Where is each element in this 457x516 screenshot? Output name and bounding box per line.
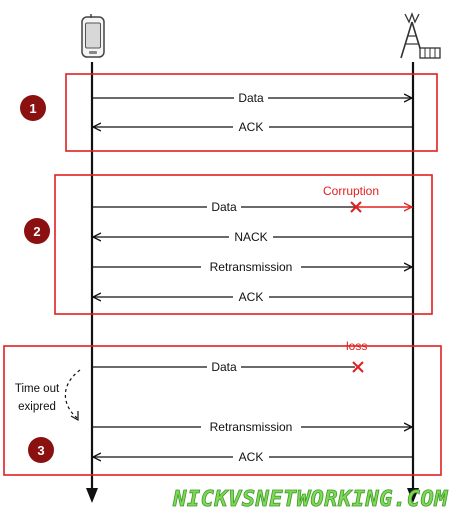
timeout-indicator (64, 369, 81, 422)
svg-text:3: 3 (37, 443, 44, 458)
svg-text:ACK: ACK (239, 120, 264, 134)
svg-text:NACK: NACK (234, 230, 267, 244)
svg-text:Data: Data (211, 200, 237, 214)
mobile-phone-icon (81, 14, 105, 58)
corruption-label: Corruption (323, 184, 379, 198)
timeout-label-line-1: Time out (15, 383, 60, 395)
timeout-label-line-2: exipred (18, 401, 56, 413)
scenario-1-badge: 1 (20, 95, 46, 121)
svg-text:ACK: ACK (239, 450, 264, 464)
message-data-lost-arrow: Data (93, 360, 355, 374)
scenario-1-frame (65, 73, 438, 152)
message-retransmission-arrow: Retransmission (93, 419, 412, 434)
message-nack-arrow: NACK (93, 229, 412, 244)
svg-text:Retransmission: Retransmission (210, 260, 293, 274)
loss-cross-icon (352, 361, 364, 373)
scenario-3-badge: 3 (28, 437, 54, 463)
svg-text:ACK: ACK (239, 290, 264, 304)
svg-text:Data: Data (211, 360, 237, 374)
svg-text:2: 2 (33, 224, 40, 239)
scenario-3-frame (3, 345, 442, 476)
message-data-arrow: Data (93, 90, 412, 105)
cell-tower-icon (400, 12, 441, 59)
message-data-corrupted-arrow: Data (93, 200, 412, 214)
svg-text:Retransmission: Retransmission (210, 420, 293, 434)
watermark: NICKVSNETWORKING.COM (172, 487, 448, 512)
corruption-cross-icon (350, 201, 362, 213)
scenario-2-badge: 2 (24, 218, 50, 244)
svg-text:1: 1 (29, 101, 36, 116)
message-ack-arrow: ACK (93, 449, 412, 464)
tower-lifeline-arrowhead (407, 488, 419, 503)
phone-lifeline-arrowhead (86, 488, 98, 503)
message-retransmission-arrow: Retransmission (93, 259, 412, 274)
loss-label: loss (346, 339, 367, 353)
svg-text:Data: Data (238, 91, 264, 105)
message-ack-arrow: ACK (93, 289, 412, 304)
message-ack-arrow: ACK (93, 119, 412, 134)
scenario-2-frame (54, 174, 433, 315)
